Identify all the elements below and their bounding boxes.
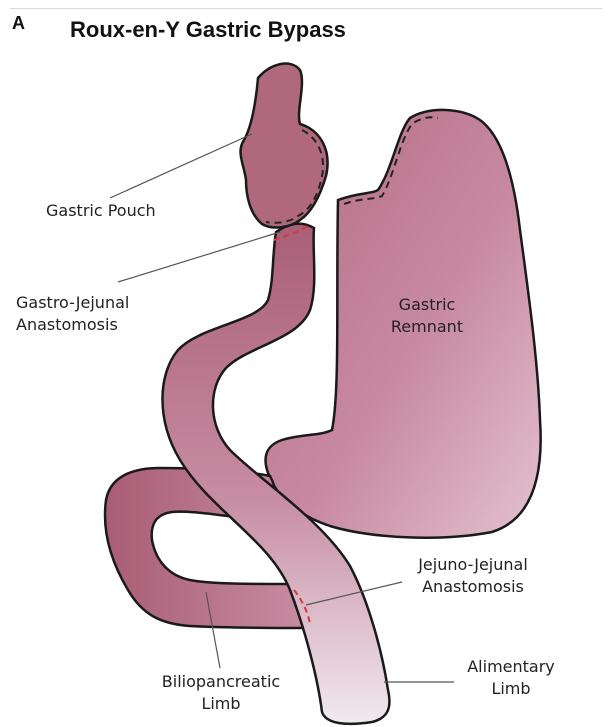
gastro-jejunal-line2: Anastomosis — [16, 314, 129, 336]
biliopancreatic-line1: Biliopancreatic — [144, 671, 298, 693]
label-jejuno-jejunal: Jejuno-Jejunal Anastomosis — [398, 554, 548, 597]
gastric-remnant-line1: Gastric — [382, 294, 472, 316]
label-gastro-jejunal: Gastro-Jejunal Anastomosis — [16, 292, 129, 335]
jejuno-jejunal-line1: Jejuno-Jejunal — [398, 554, 548, 576]
gastric-pouch-shape — [241, 64, 328, 228]
alimentary-line1: Alimentary — [456, 656, 566, 678]
panel-letter: A — [12, 14, 25, 32]
leader-gastro-jejunal — [118, 232, 280, 282]
leader-gastric-pouch — [110, 134, 252, 198]
label-biliopancreatic: Biliopancreatic Limb — [144, 671, 298, 714]
alimentary-line2: Limb — [456, 678, 566, 700]
biliopancreatic-line2: Limb — [144, 693, 298, 715]
figure-title: Roux-en-Y Gastric Bypass — [70, 18, 346, 42]
label-gastric-remnant: Gastric Remnant — [382, 294, 472, 337]
gastric-pouch-text: Gastric Pouch — [46, 201, 156, 220]
label-gastric-pouch: Gastric Pouch — [46, 200, 156, 222]
jejuno-jejunal-line2: Anastomosis — [398, 576, 548, 598]
label-alimentary: Alimentary Limb — [456, 656, 566, 699]
gastric-remnant-line2: Remnant — [382, 316, 472, 338]
gastro-jejunal-line1: Gastro-Jejunal — [16, 292, 129, 314]
